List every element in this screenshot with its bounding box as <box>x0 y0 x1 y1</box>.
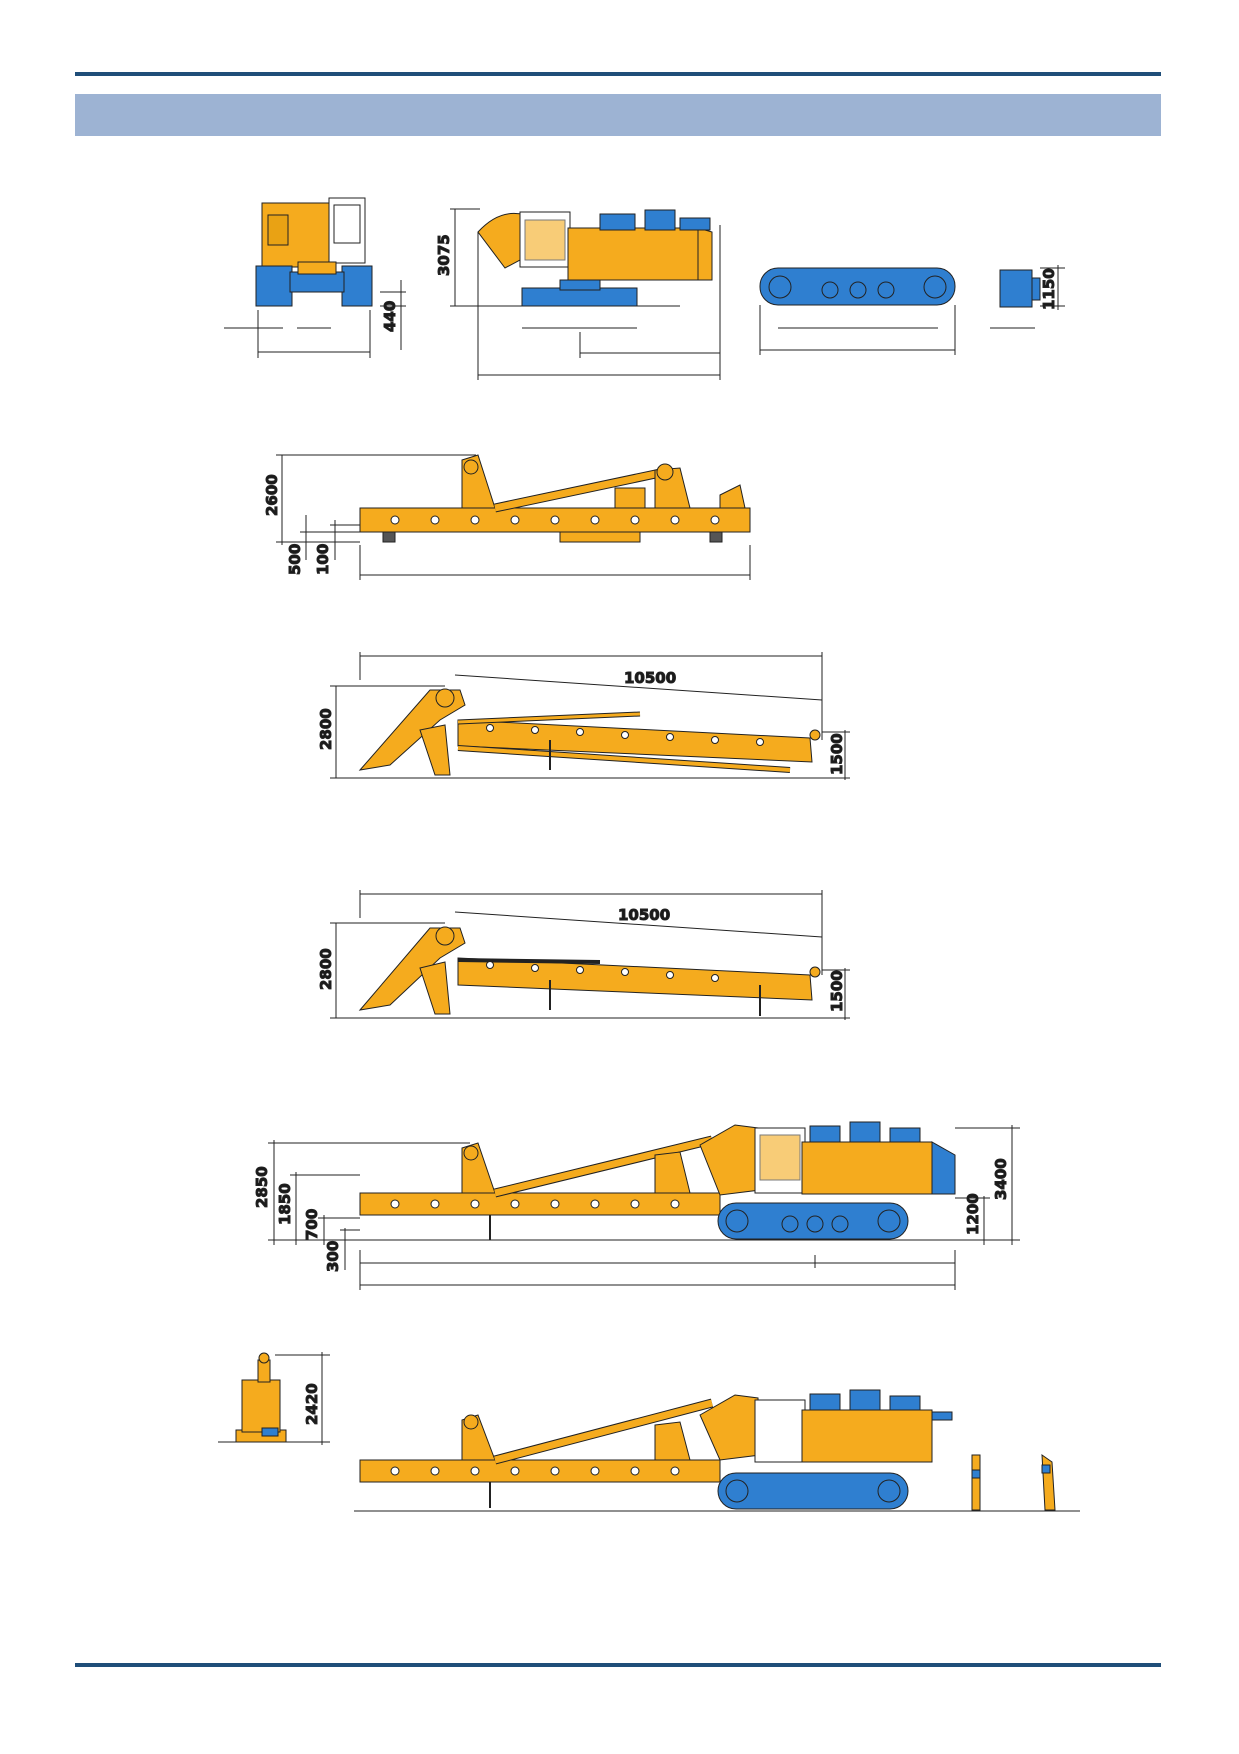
leader-transport-view-2 <box>358 926 821 1016</box>
dim-1150: 1150 <box>1040 268 1058 310</box>
crawler-track-dims <box>759 305 956 355</box>
assembled-machine-dims <box>268 1125 1020 1290</box>
leader-transport-dims-1 <box>330 652 850 780</box>
full-assembly-view <box>359 1389 1056 1511</box>
base-machine-side-view <box>477 209 713 307</box>
dim-2800-b: 2800 <box>317 948 335 990</box>
leader-frame-view <box>359 454 751 543</box>
dim-1850: 1850 <box>276 1183 294 1225</box>
dim-1500-b: 1500 <box>828 970 846 1012</box>
rear-view-dims <box>218 1352 330 1445</box>
bottom-rule <box>75 1663 1161 1667</box>
track-end-dims <box>990 265 1065 329</box>
dim-1500-a: 1500 <box>828 733 846 775</box>
title-band <box>75 94 1161 136</box>
dim-500: 500 <box>286 544 304 575</box>
dim-2850: 2850 <box>253 1166 271 1208</box>
crawler-track-view <box>759 267 956 306</box>
machine-rear-view <box>235 1352 287 1443</box>
dim-440: 440 <box>381 301 399 332</box>
base-machine-side-dims <box>450 208 721 380</box>
dim-2800-a: 2800 <box>317 708 335 750</box>
dim-10500-a: 10500 <box>624 669 676 687</box>
dim-700: 700 <box>303 1209 321 1240</box>
dim-3400: 3400 <box>992 1158 1010 1200</box>
dim-100: 100 <box>314 544 332 575</box>
top-rule <box>75 72 1161 76</box>
track-end-view <box>999 269 1041 308</box>
base-machine-front-dims <box>224 280 406 358</box>
dim-2600: 2600 <box>263 474 281 516</box>
assembled-machine-view <box>359 1121 956 1240</box>
leader-frame-dims <box>276 454 751 580</box>
base-machine-front-view <box>255 197 373 307</box>
dim-10500-b: 10500 <box>618 906 670 924</box>
leader-transport-view-1 <box>358 688 821 776</box>
dim-2420: 2420 <box>303 1383 321 1425</box>
dim-3075: 3075 <box>435 234 453 276</box>
dim-300: 300 <box>324 1241 342 1272</box>
dim-1200: 1200 <box>964 1193 982 1235</box>
leader-transport-dims-2 <box>330 890 850 1020</box>
